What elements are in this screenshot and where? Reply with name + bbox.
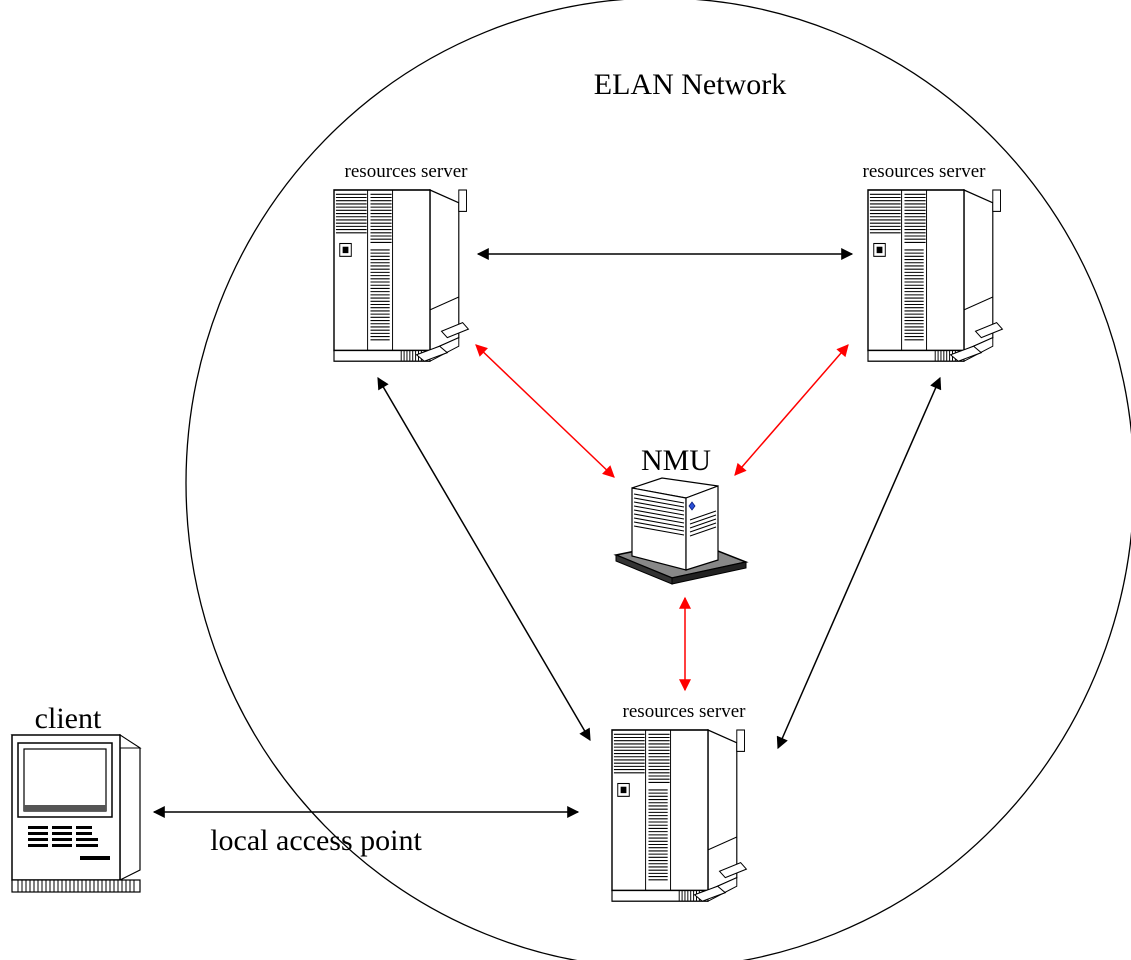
server-label: resources server xyxy=(623,701,747,722)
nmu-node: NMU xyxy=(613,444,749,585)
link-left-to-bottom-server xyxy=(377,376,591,742)
resources-server-top-left: resources server xyxy=(333,161,470,363)
resources-server-top-right: resources server xyxy=(863,161,1004,363)
network-title: ELAN Network xyxy=(594,68,786,101)
nmu-label: NMU xyxy=(641,444,711,477)
nmu-link-right xyxy=(734,344,849,476)
link-right-to-bottom-server xyxy=(776,376,942,750)
nmu-link-left xyxy=(475,344,615,478)
nmu-server-icon xyxy=(613,477,749,585)
tower-server-icon xyxy=(867,189,1004,363)
client-label: client xyxy=(35,702,102,735)
client-computer-icon xyxy=(10,733,142,893)
client-link-label: local access point xyxy=(210,824,422,857)
tower-server-icon xyxy=(611,729,748,903)
client-node: client xyxy=(10,702,142,893)
server-label: resources server xyxy=(345,161,469,182)
resources-server-bottom: resources server xyxy=(611,701,748,903)
tower-server-icon xyxy=(333,189,470,363)
server-label: resources server xyxy=(863,161,987,182)
network-boundary xyxy=(185,0,1131,960)
